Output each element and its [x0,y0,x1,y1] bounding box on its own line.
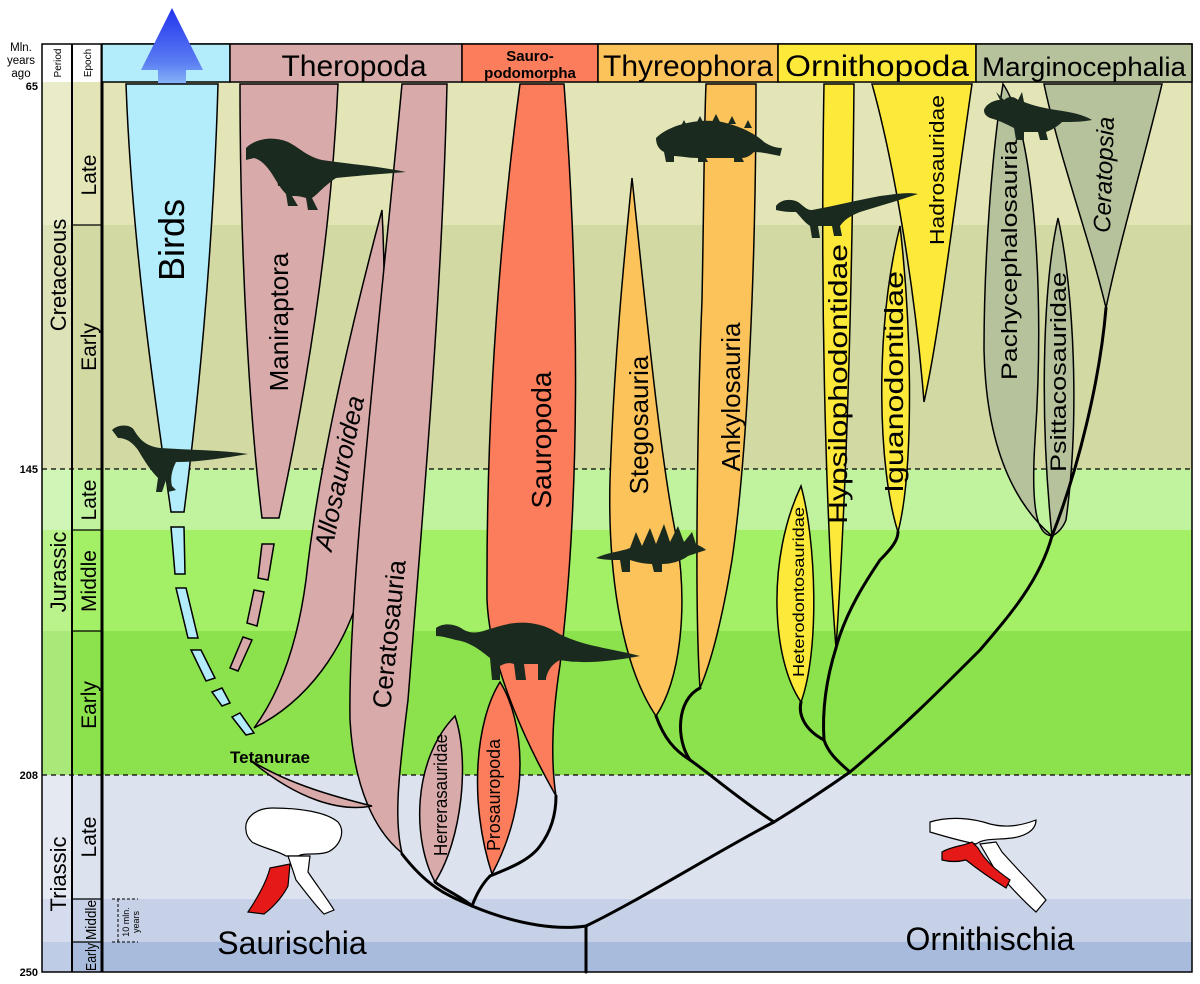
group-headers [101,43,1193,83]
unit-label-line2: years [7,55,35,67]
branch-lines [400,306,1108,974]
bird-arrow-up-icon [141,8,203,106]
epoch-middle-jurassic: Middle [78,550,101,612]
unit-label-line1: Mln. [10,42,32,54]
saurischian-pelvis-icon [245,807,343,915]
header-marginocephalia: Marginocephalia [982,52,1187,82]
scale-bar-label-line2: years [131,911,141,934]
ornithischian-pelvis-icon [929,817,1047,913]
tick-145: 145 [20,464,38,476]
scale-bar-label-line1: 10 mln. [121,907,131,937]
clade-heterodontosauridae-label: Heterodontosauridae [791,507,808,677]
header-thyreophora-box [597,43,779,83]
birds-dash-3 [189,649,217,682]
clade-maniraptora-label: Maniraptora [264,252,294,391]
clade-stegosauria-label: Stegosauria [624,355,654,494]
boundary-lines [42,468,1192,776]
clade-psittacosauridae-label: Psittacosauridae [1046,272,1071,472]
maniraptora-dash-3 [229,636,254,672]
header-thyreophora: Thyreophora [603,50,773,83]
axis: Mln. years ago Period Epoch 65 145 208 2… [7,42,101,979]
tyrannosaur-silhouette-icon [246,138,406,210]
period-column-header: Period [53,49,64,78]
clade-prosauropoda-label: Prosauropoda [484,738,504,851]
header-sauropodomorpha-line2: podomorpha [484,65,576,82]
tick-250: 250 [20,967,38,979]
birds-dash-2 [175,587,199,639]
order-saurischia: Saurischia [217,925,367,961]
clade-shapes [125,82,1163,884]
clade-ankylosauria-label: Ankylosauria [716,322,746,471]
clade-tetanurae-stem [249,759,373,809]
clade-pachycephalosauria-label: Pachycephalosauria [997,139,1022,380]
epoch-late-jurassic: Late [78,480,101,521]
epoch-column-header: Epoch [83,49,94,77]
clade-psittacosauridae-shape [1043,217,1075,538]
clade-birds-label: Birds [151,199,192,281]
epoch-late-cretaceous: Late [78,155,101,196]
epoch-middle-triassic: Middle [83,900,100,940]
clade-ceratopsia-label: Ceratopsia [1089,116,1120,233]
clade-sauropoda-label: Sauropoda [526,371,557,508]
header-ornithopoda-box [777,43,977,83]
header-theropoda: Theropoda [281,50,426,83]
clade-herrerasauridae-label: Herrerasauridae [431,734,451,856]
band-middle-triassic [42,899,1192,942]
header-sauropodomorpha-line1: Sauro- [506,48,554,65]
epoch-early-cretaceous: Early [78,323,101,371]
period-cretaceous: Cretaceous [46,219,71,332]
order-ornithischia: Ornithischia [906,921,1075,957]
birds-dash-5 [230,712,256,736]
ceratopsian-silhouette-icon [984,92,1092,140]
period-triassic: Triassic [46,837,71,912]
ankylosaur-silhouette-icon [656,114,782,162]
maniraptora-dash-1 [257,543,275,581]
unit-label-line3: ago [11,68,30,80]
header-marginocephalia-box [975,43,1193,83]
header-ornithopoda: Ornithopoda [785,50,969,83]
clade-hadrosauridae-shape [871,83,973,403]
tick-65: 65 [26,81,38,93]
stegosaur-silhouette-icon [596,524,706,572]
clade-birds-shape [125,83,219,513]
clade-iguanodontidae-label: Iguanodontidae [879,271,909,493]
ornithopod-silhouette-icon [776,193,918,238]
bird-silhouette-icon [112,425,248,492]
sauropod-silhouette-icon [436,622,640,680]
period-jurassic: Jurassic [46,532,71,613]
clade-hadrosauridae-label: Hadrosauridae [927,95,949,245]
maniraptora-dash-2 [246,589,265,627]
header-theropoda-box [229,43,463,83]
tick-208: 208 [20,770,38,782]
birds-dash-4 [210,687,232,707]
node-label-tetanurae: Tetanurae [230,748,310,767]
clade-hypsilophodontidae-label: Hypsilophodontidae [823,244,853,524]
epoch-early-jurassic: Early [78,681,101,729]
epoch-early-triassic: Early [83,943,100,971]
scale-bar: 10 mln. years [112,898,141,943]
epoch-late-triassic: Late [78,817,101,858]
band-early-triassic [42,942,1192,972]
birds-dash-1 [170,526,186,575]
header-sauropodomorpha-box [461,43,599,83]
